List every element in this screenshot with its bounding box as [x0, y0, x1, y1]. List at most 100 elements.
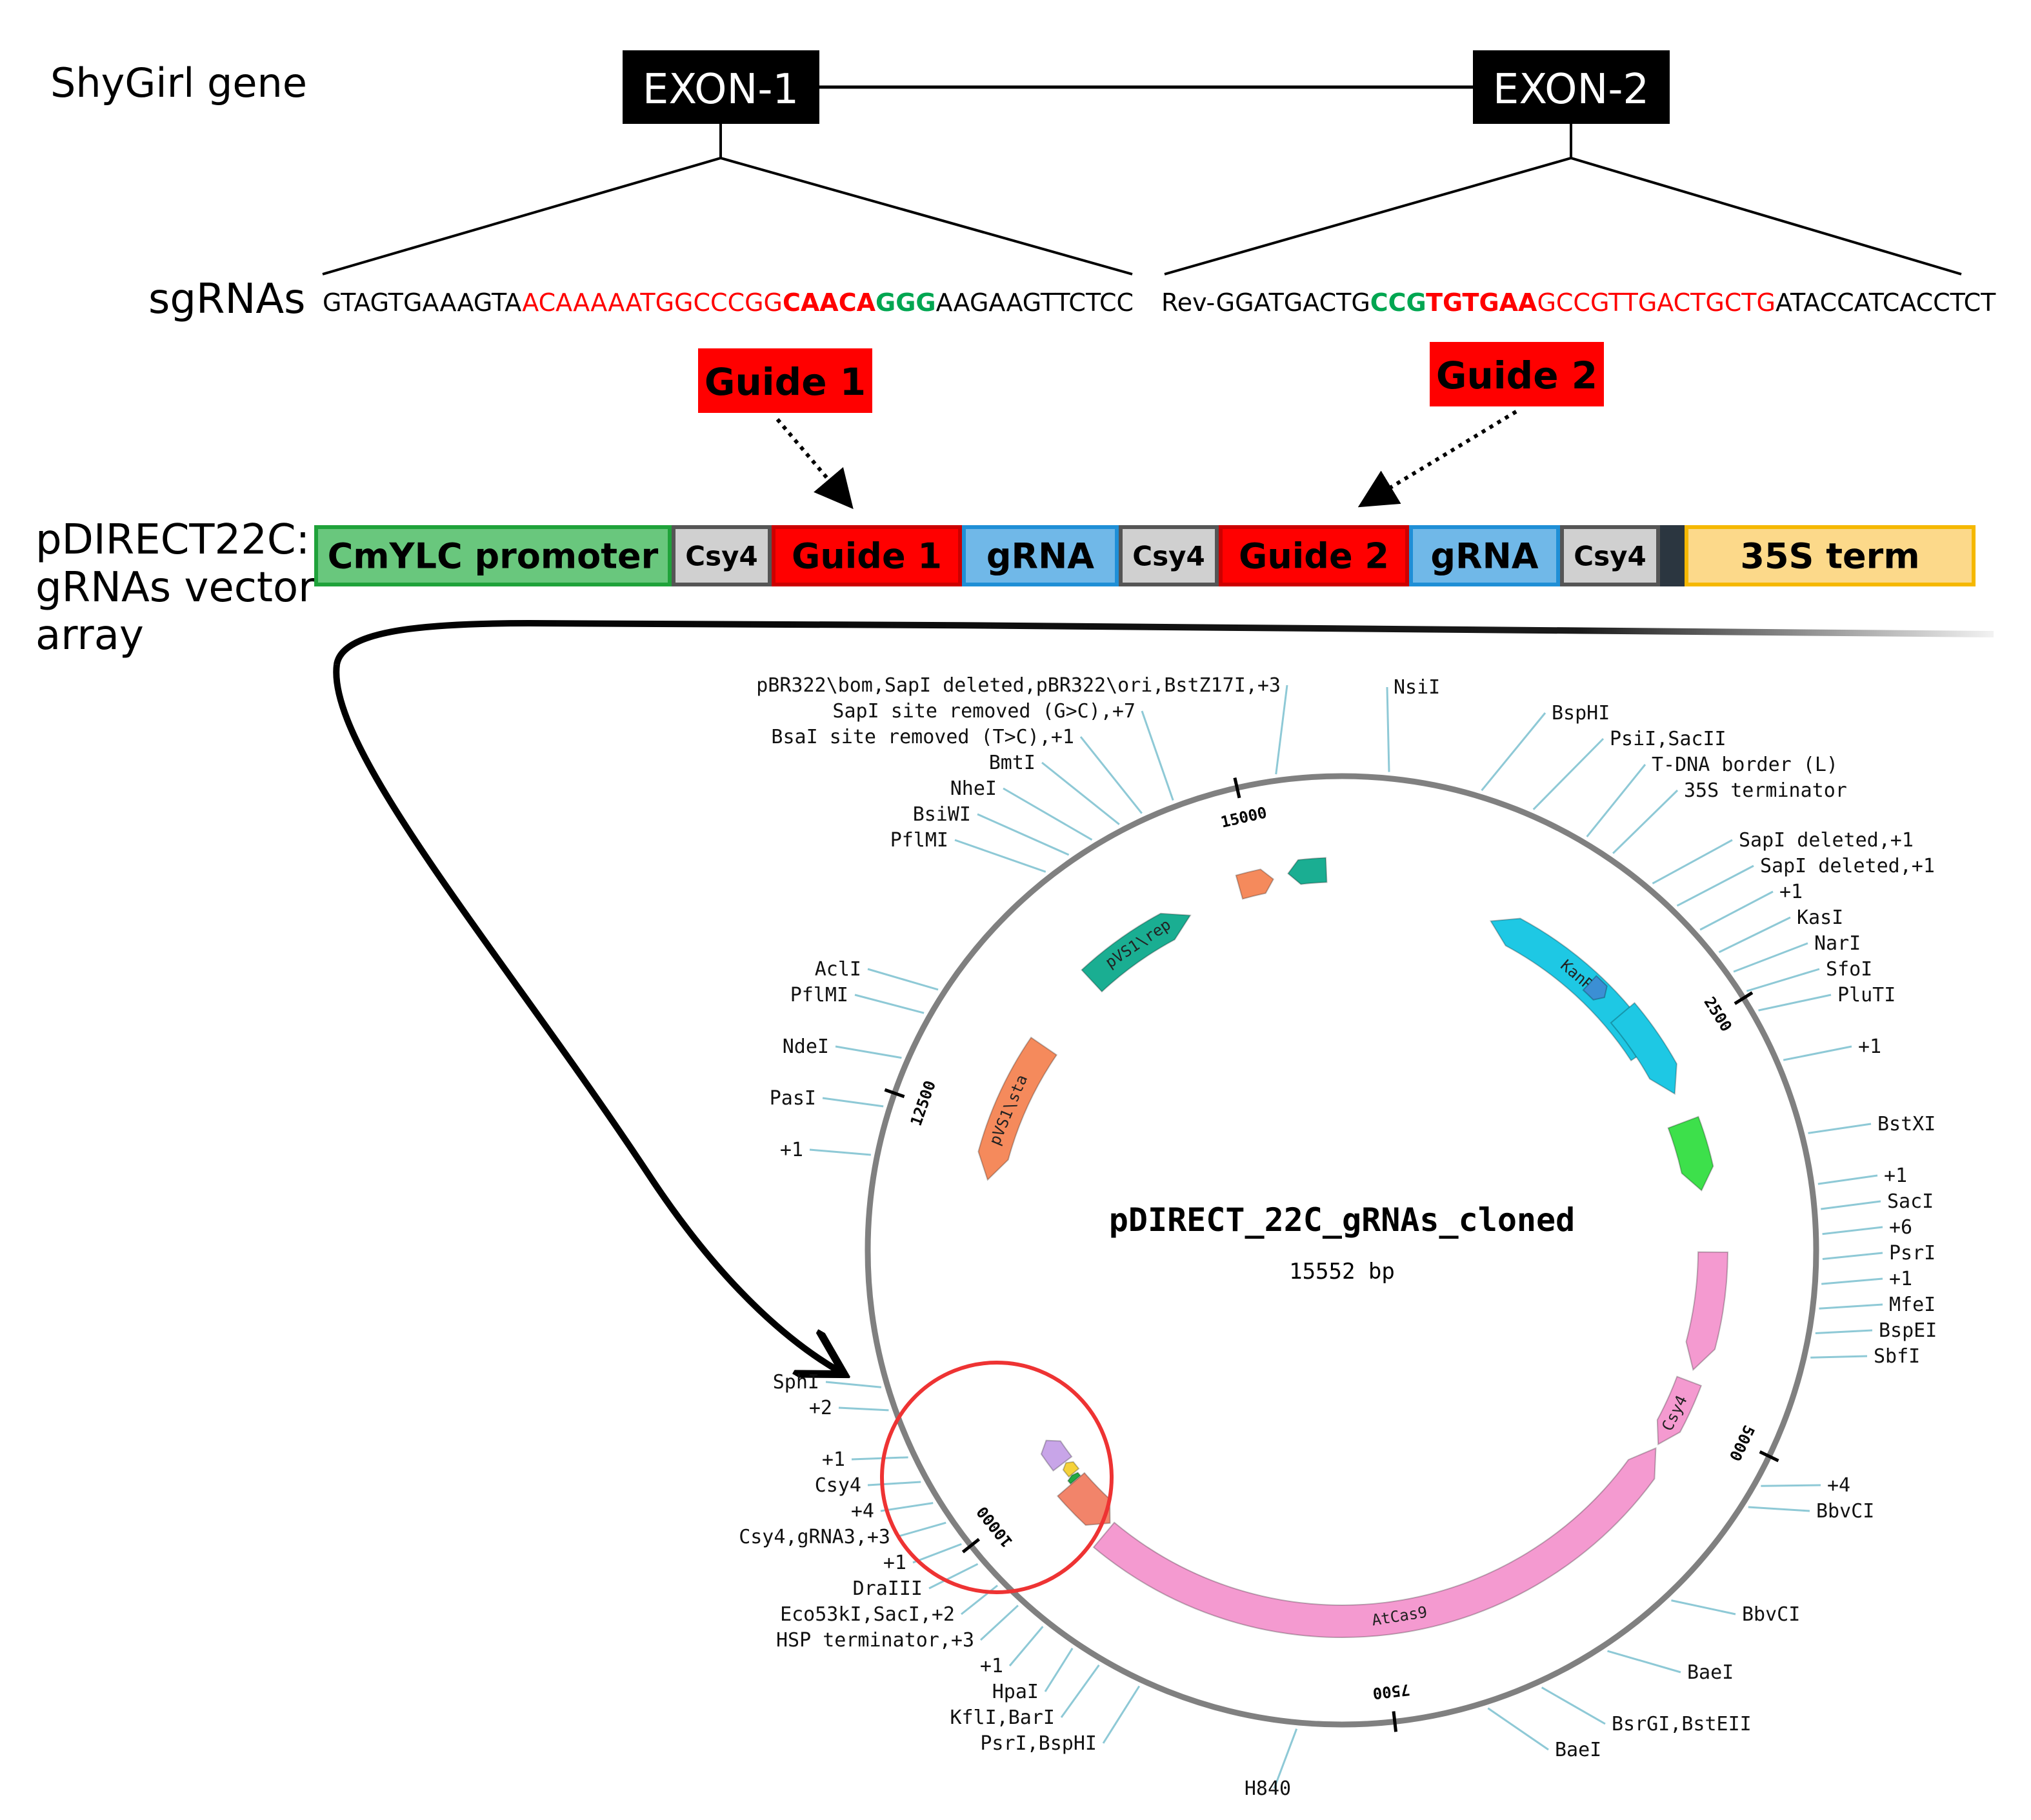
- site-label: +2: [809, 1397, 832, 1419]
- site-leader: [1487, 1707, 1549, 1751]
- site-label: SbfI: [1874, 1345, 1920, 1368]
- site-leader: [822, 1097, 884, 1108]
- site-leader: [1718, 916, 1791, 954]
- 35s-term-segment-label: 35S term: [1740, 536, 1919, 577]
- tick-label: 2500: [1700, 994, 1735, 1035]
- sequence-run: GCCGTTGACTGCTG: [1537, 288, 1776, 317]
- site-label: HSP terminator,+3: [776, 1629, 974, 1652]
- site-leader: [867, 1481, 921, 1486]
- site-label: +1: [822, 1448, 845, 1471]
- site-leader: [1783, 1045, 1852, 1061]
- site-label: Csy4,gRNA3,+3: [739, 1526, 890, 1548]
- site-label: +1: [1884, 1165, 1907, 1187]
- sequence-run: CCG: [1370, 288, 1426, 317]
- hsp-feature: [1056, 1472, 1111, 1526]
- highlight-circle: [880, 1361, 1114, 1594]
- sequence-run: AAGAAGTTCTCC: [936, 288, 1134, 317]
- site-leader: [1671, 1599, 1736, 1615]
- small-teal-feature: [1287, 857, 1328, 885]
- site-label: BsrGI,BstEII: [1612, 1713, 1752, 1735]
- site-leader: [979, 1605, 1019, 1641]
- sgrnas-label: sgRNAs: [148, 275, 305, 323]
- site-label: +1: [1858, 1035, 1881, 1058]
- site-label: +4: [1827, 1474, 1850, 1497]
- site-leader: [1386, 686, 1390, 772]
- guide2-tag: [1430, 342, 1604, 406]
- site-leader: [1733, 942, 1808, 973]
- site-leader: [1821, 1200, 1881, 1210]
- site-leader: [1607, 1650, 1681, 1674]
- kanr-2-feature: [1610, 1001, 1677, 1095]
- site-label: KasI: [1797, 906, 1843, 929]
- site-label: DraIII: [853, 1577, 923, 1600]
- site-leader: [1808, 1123, 1872, 1134]
- sequence-run: ACAAAAATGGCCCGG: [522, 288, 783, 317]
- site-label: PflMI: [890, 829, 948, 852]
- lavender-feature: [1040, 1439, 1073, 1472]
- site-label: BsiWI: [913, 803, 971, 826]
- guide2-tag-label: Guide 2: [1436, 354, 1597, 397]
- site-leader: [1003, 787, 1093, 841]
- site-label: +6: [1889, 1216, 1912, 1239]
- site-label: KflI,BarI: [950, 1706, 1055, 1729]
- site-label: +1: [1889, 1268, 1912, 1290]
- site-label: NsiI: [1394, 676, 1440, 699]
- grna-segment: [962, 525, 1119, 586]
- grna-segment: [1409, 525, 1560, 586]
- site-label: T-DNA border (L): [1652, 754, 1838, 776]
- site-leader: [1481, 712, 1546, 792]
- pvs1-rep-feature: [1081, 912, 1192, 993]
- csy4-segment-label: Csy4: [1574, 541, 1646, 572]
- sequence-run: CAACA: [783, 288, 876, 317]
- csy4-segment: [1119, 525, 1219, 586]
- site-leader: [1141, 710, 1174, 801]
- tick-label: 5000: [1726, 1423, 1758, 1464]
- atcas9-feature: [1092, 1447, 1657, 1638]
- pvs1-sta-feature: [977, 1036, 1058, 1181]
- site-leader: [835, 1045, 902, 1059]
- site-leader: [1758, 994, 1832, 1012]
- site-leader: [825, 1381, 882, 1388]
- guide1-segment-label: Guide 1: [792, 536, 942, 577]
- sequence-run: GGG: [875, 288, 936, 317]
- site-label: 35S terminator: [1684, 779, 1847, 802]
- cmylc-promoter-segment-label: CmYLC promoter: [328, 536, 659, 577]
- tick-label: 15000: [1219, 803, 1269, 831]
- site-leader: [809, 1148, 871, 1156]
- site-leader: [1821, 1277, 1883, 1285]
- grna-segment-label: gRNA: [1430, 536, 1538, 577]
- site-label: BbvCI: [1742, 1603, 1800, 1626]
- site-label: BaeI: [1555, 1739, 1601, 1761]
- sequence-run: Rev-GGATGACTG: [1161, 288, 1370, 317]
- site-leader: [867, 968, 939, 991]
- exon2-label: EXON-2: [1493, 66, 1649, 114]
- site-leader: [1044, 1648, 1074, 1692]
- site-leader: [1041, 761, 1120, 825]
- spacer-segment: [1660, 525, 1685, 586]
- gene-label: ShyGirl gene: [50, 59, 307, 106]
- site-label: H840: [1245, 1777, 1291, 1800]
- grna-segment-label: gRNA: [986, 536, 1094, 577]
- site-leader: [1676, 865, 1754, 907]
- csy4-feature: [1656, 1375, 1703, 1446]
- site-leader: [1815, 1329, 1873, 1335]
- csy4-segment: [1560, 525, 1660, 586]
- plasmid-name: pDIRECT_22C_gRNAs_cloned: [1109, 1201, 1575, 1239]
- guide1-arrow: [775, 418, 854, 510]
- guide1-tag-label: Guide 1: [705, 360, 866, 404]
- site-leader: [1102, 1685, 1141, 1744]
- site-leader: [954, 839, 1046, 873]
- tick-label: 12500: [907, 1078, 939, 1128]
- site-label: BsaI site removed (T>C),+1: [771, 726, 1074, 748]
- promoter-feature: [1667, 1115, 1714, 1192]
- site-label: Csy4: [815, 1474, 861, 1497]
- site-label: NarI: [1814, 932, 1861, 955]
- site-label: BmtI: [989, 752, 1036, 774]
- site-label: PflMI: [790, 984, 848, 1006]
- swoosh-top: [334, 619, 1994, 666]
- site-label: PsrI,BspHI: [980, 1732, 1097, 1755]
- site-leader: [1761, 1484, 1821, 1487]
